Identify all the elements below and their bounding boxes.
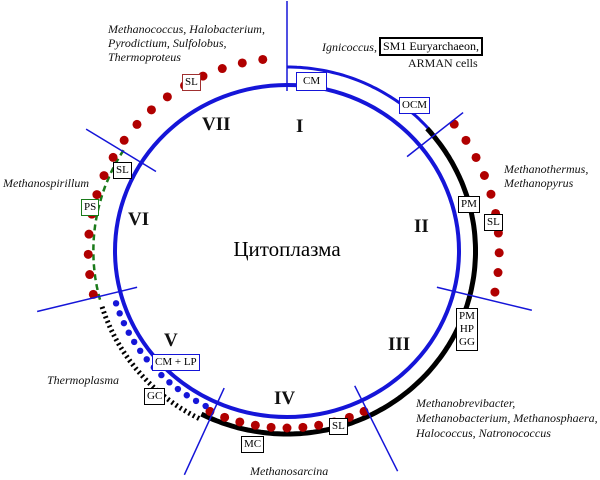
lipoprotein-dot bbox=[183, 392, 190, 399]
organisms-iv: Methanosarcina bbox=[249, 464, 328, 478]
s-layer-dot bbox=[479, 171, 489, 181]
glycocalyx bbox=[99, 305, 201, 421]
s-layer-dot bbox=[235, 417, 245, 427]
organisms-ii-line1: Methanothermus, bbox=[503, 162, 588, 176]
mc-label: MC bbox=[241, 436, 265, 453]
s-layer-dot bbox=[119, 135, 129, 145]
organisms-vii-line1: Methanococcus, Halobacterium, bbox=[107, 22, 265, 36]
s-layer-dot bbox=[471, 152, 481, 162]
sector-VII: VII bbox=[202, 114, 231, 135]
s-layer-dot bbox=[99, 171, 109, 181]
sector-divider-line bbox=[36, 286, 138, 313]
lipoprotein-dot bbox=[120, 319, 128, 327]
s-layer-dot bbox=[258, 54, 268, 64]
organisms-v: Thermoplasma bbox=[47, 373, 119, 387]
lipoprotein-dot bbox=[130, 338, 138, 346]
s-layer-dot bbox=[237, 58, 247, 68]
sector-I: I bbox=[296, 116, 303, 137]
organisms-vii-line3: Thermoproteus bbox=[108, 50, 181, 64]
s-layer-dot bbox=[132, 119, 142, 129]
sector-divider-line bbox=[354, 385, 399, 472]
lipoprotein-dot bbox=[174, 385, 182, 393]
lipoprotein-dot bbox=[202, 402, 209, 410]
s-layer-dot bbox=[250, 420, 260, 430]
organisms-iii-line1: Methanobrevibacter, bbox=[415, 396, 515, 410]
s-layer-dot bbox=[266, 422, 276, 432]
organisms-i-suffix: ARMAN cells bbox=[408, 56, 478, 70]
organisms-i-prefix: Ignicoccus, bbox=[321, 40, 377, 54]
s-layer-dot bbox=[282, 423, 292, 433]
s-layer-dot bbox=[108, 152, 118, 162]
s-layer-dot bbox=[449, 119, 459, 129]
sector-III: III bbox=[388, 334, 410, 355]
sm1-euryarchaeon-box: SM1 Euryarchaeon, bbox=[379, 37, 483, 56]
sl-label-vii: SL bbox=[182, 74, 201, 91]
cm-label: CM bbox=[296, 72, 328, 91]
s-layer-dot bbox=[493, 268, 503, 278]
s-layer-dot bbox=[314, 420, 324, 430]
s-layer-dot bbox=[85, 270, 95, 280]
s-layer-dot bbox=[220, 412, 230, 422]
s-layer-dot bbox=[146, 105, 156, 115]
lipoprotein-dot bbox=[116, 310, 123, 317]
organisms-ii-line2: Methanopyrus bbox=[503, 176, 574, 190]
sector-V: V bbox=[164, 330, 178, 351]
lipoprotein-dot bbox=[192, 397, 200, 405]
gc-label: GC bbox=[144, 388, 166, 405]
s-layer-dot bbox=[92, 190, 102, 200]
pm-hp-gg-label: PM HP GG bbox=[456, 308, 478, 351]
s-layer-dot bbox=[486, 189, 496, 199]
ocm-label: OCM bbox=[399, 97, 431, 114]
lipoprotein-dot bbox=[136, 347, 144, 355]
sector-divider-line bbox=[85, 128, 157, 173]
organisms-iii-line2: Methanobacterium, Methanosphaera, bbox=[415, 411, 598, 425]
s-layer-dot bbox=[162, 92, 172, 102]
s-layer-dot bbox=[84, 229, 94, 239]
pseudomurein-layer bbox=[200, 126, 478, 437]
cytoplasm-label: Цитоплазма bbox=[233, 237, 341, 261]
proteinaceous-sheath bbox=[92, 147, 126, 301]
s-layer-dot bbox=[83, 249, 93, 259]
sector-divider-line bbox=[183, 387, 225, 476]
cm-lp-label: CM + LP bbox=[152, 354, 200, 371]
sector-VI: VI bbox=[128, 209, 149, 230]
lipoprotein-dot bbox=[143, 356, 150, 363]
s-layer-dot bbox=[490, 287, 500, 297]
sector-IV: IV bbox=[274, 388, 295, 409]
ps-label: PS bbox=[81, 199, 100, 216]
pm-label-ii: PM bbox=[458, 196, 480, 213]
lipoprotein-dot bbox=[158, 371, 165, 379]
lipoprotein-dot bbox=[112, 300, 120, 307]
sector-divider-line bbox=[406, 111, 464, 158]
organisms-vi: Methanospirillum bbox=[2, 176, 89, 190]
s-layer-dot bbox=[298, 422, 308, 432]
organisms-vii-line2: Pyrodictium, Sulfolobus, bbox=[107, 36, 227, 50]
sl-label-ii: SL bbox=[484, 214, 503, 231]
s-layer-dot bbox=[217, 64, 227, 74]
organisms-iii-line3: Halococcus, Natronococcus bbox=[415, 426, 551, 440]
lipoprotein-dot bbox=[166, 379, 173, 386]
sl-label-iv: SL bbox=[329, 418, 348, 435]
s-layer-dot bbox=[461, 135, 471, 145]
s-layer-dot bbox=[494, 248, 504, 258]
lipoprotein-dot bbox=[125, 329, 132, 336]
sector-divider-line bbox=[436, 286, 533, 311]
sector-II: II bbox=[414, 216, 429, 237]
sl-label-vi: SL bbox=[113, 162, 132, 179]
